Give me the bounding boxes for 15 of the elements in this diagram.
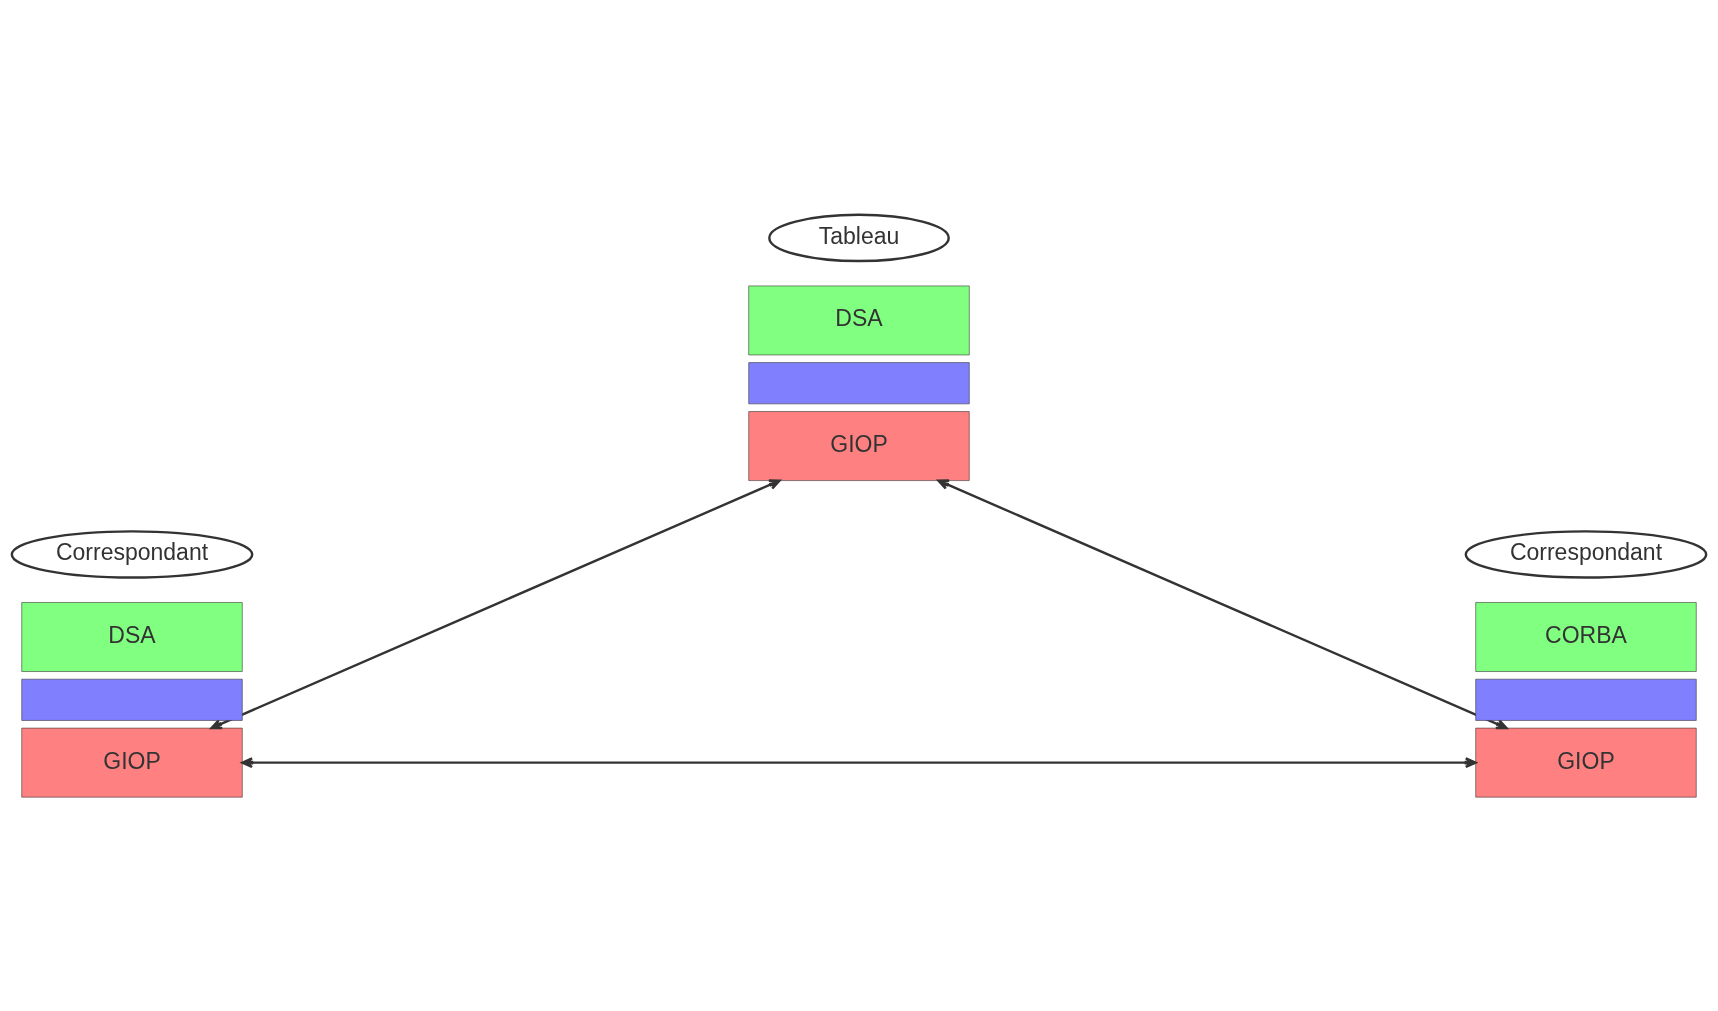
- node-ellipse: Correspondant: [10, 529, 254, 579]
- node-box: GIOP: [21, 727, 243, 797]
- node-box: [1475, 678, 1697, 721]
- node-ellipse: Correspondant: [1464, 529, 1708, 579]
- arrow: [210, 478, 781, 729]
- node-box: GIOP: [1475, 727, 1697, 797]
- arrow: [241, 756, 1477, 768]
- arrow: [937, 478, 1508, 729]
- node-box: DSA: [748, 285, 970, 355]
- node-box: DSA: [21, 601, 243, 672]
- node-box: GIOP: [748, 410, 970, 481]
- node-box: [748, 361, 970, 404]
- node-ellipse: Tableau: [768, 213, 950, 262]
- node-box: [21, 678, 243, 721]
- node-box: CORBA: [1475, 601, 1697, 672]
